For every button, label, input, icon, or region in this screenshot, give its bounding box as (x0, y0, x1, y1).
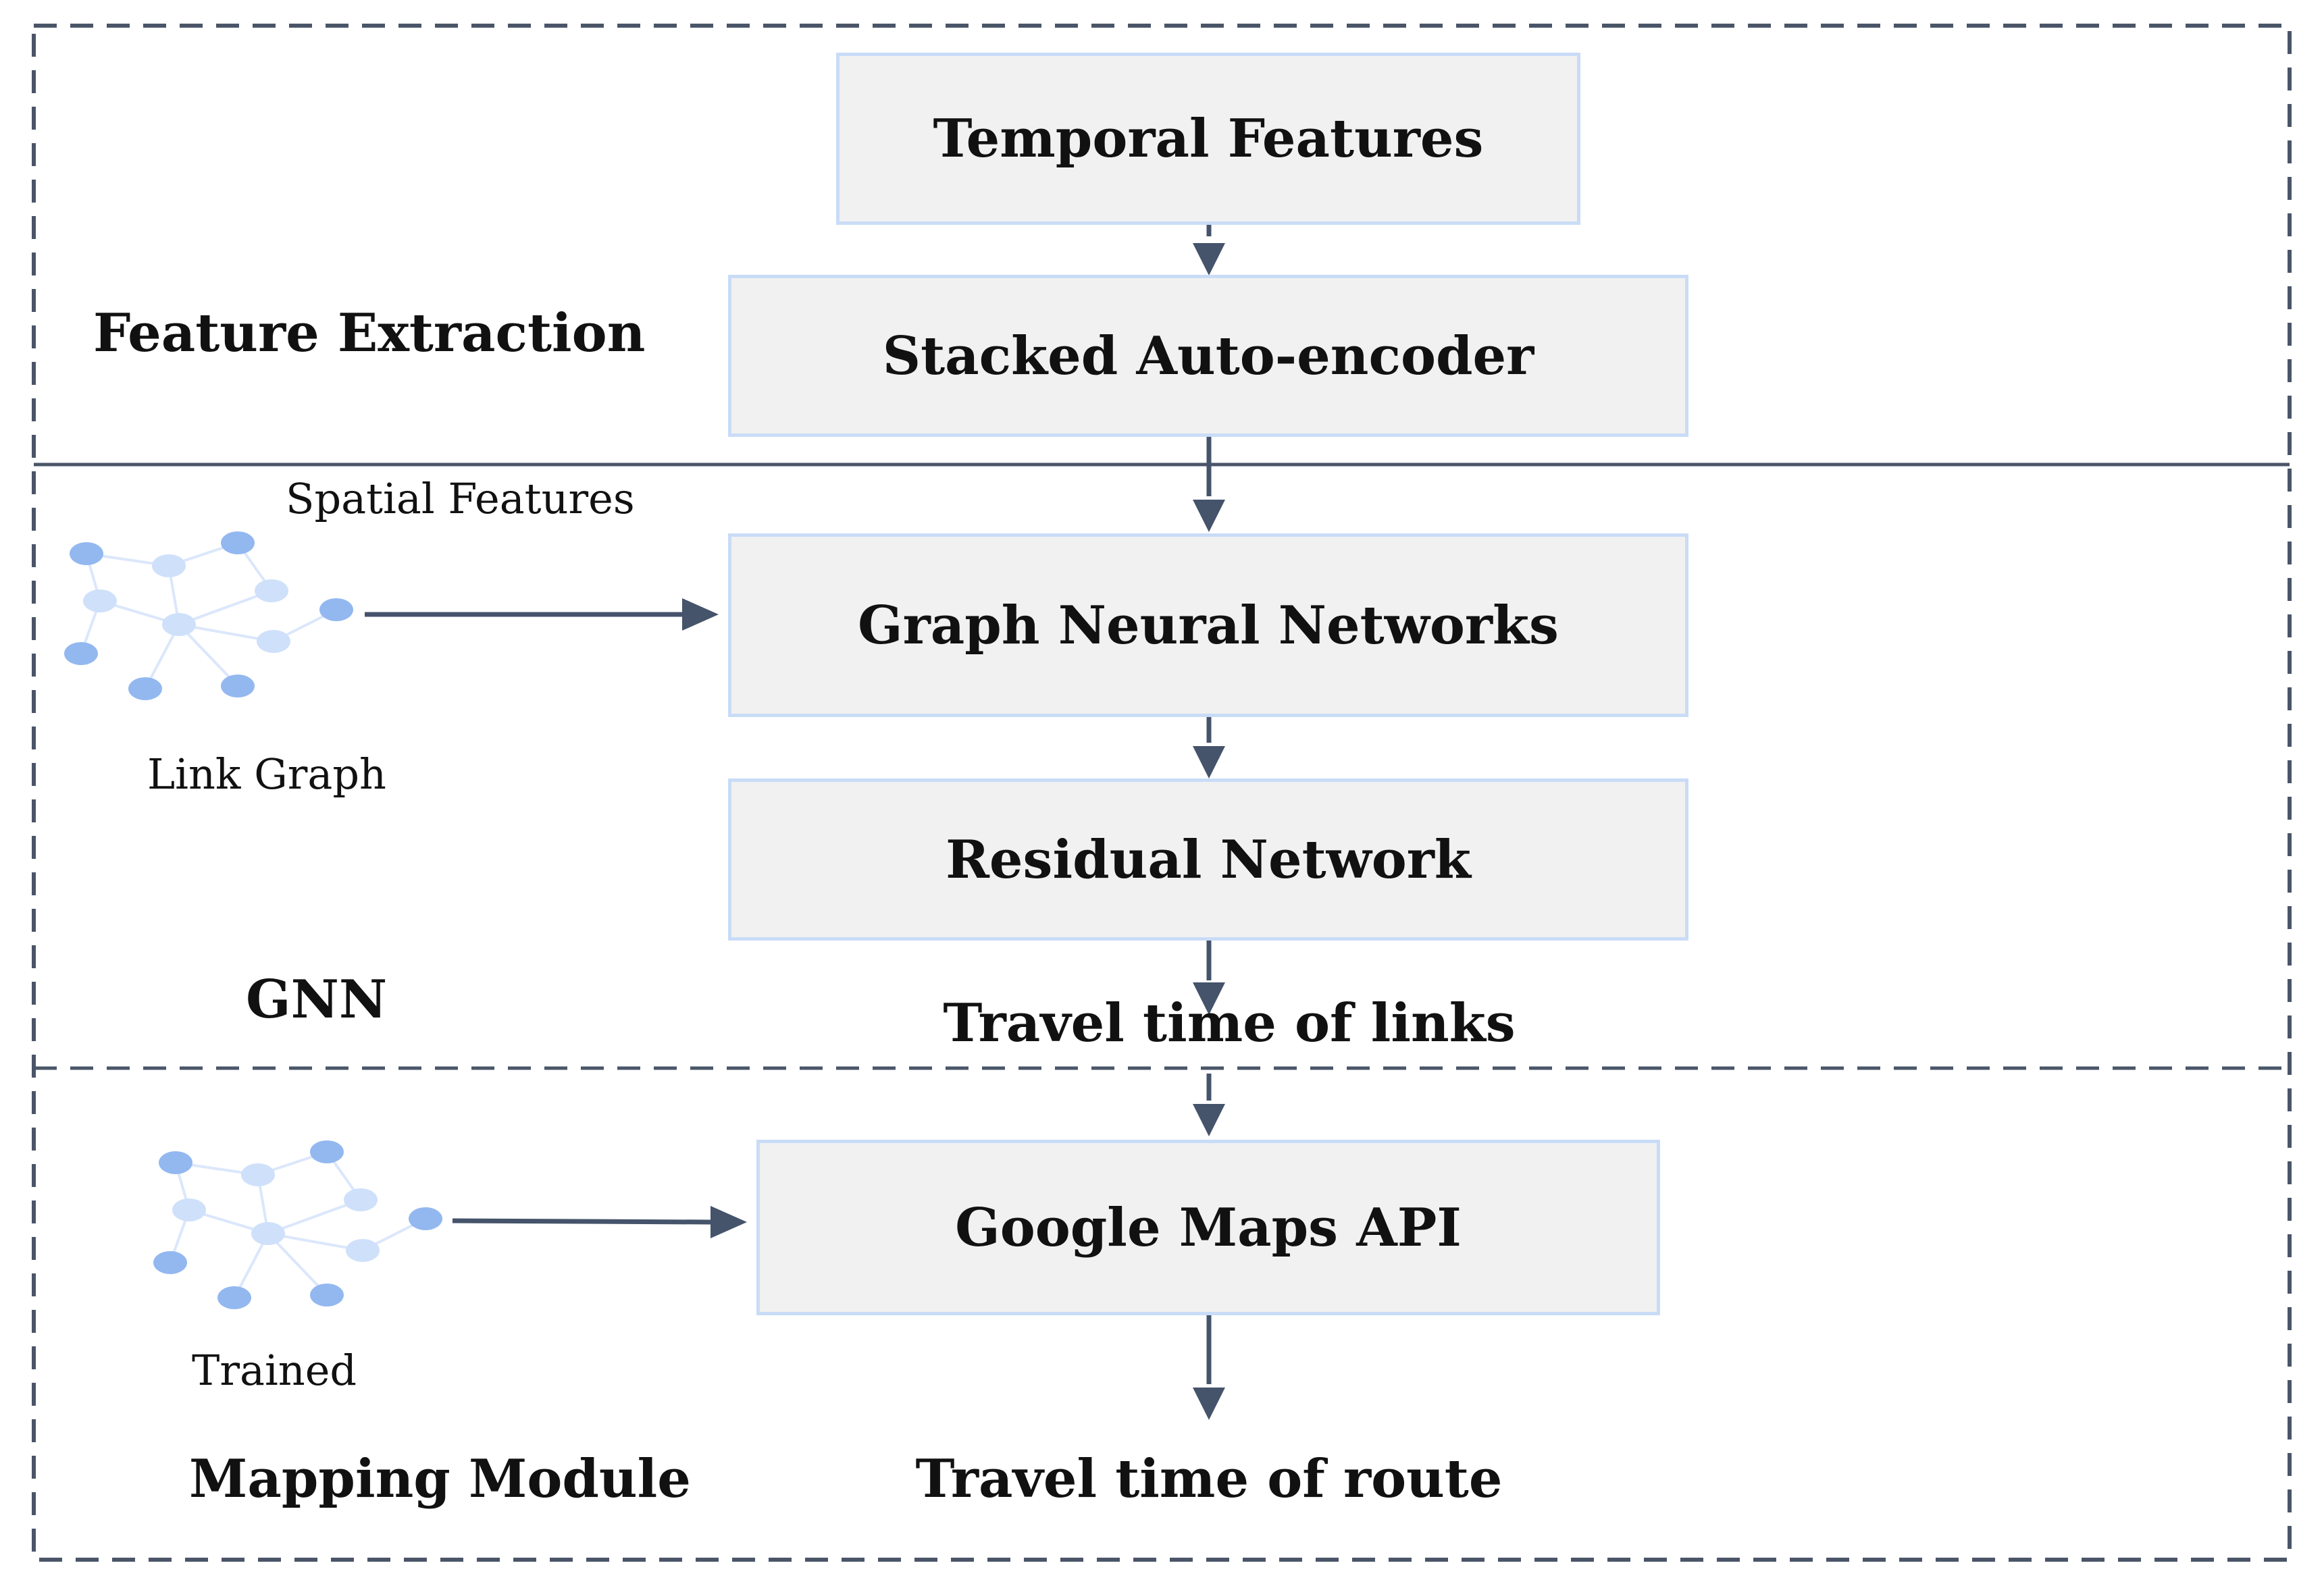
temporal-features-label: Temporal Features (933, 108, 1484, 169)
graph-node (152, 554, 186, 577)
feature-extraction-section-label: Feature Extraction (93, 302, 646, 364)
residual-network-box: Residual Network (728, 778, 1688, 941)
temporal-features-box: Temporal Features (836, 53, 1580, 225)
graph-node (159, 1151, 192, 1174)
mapping-module-section-label: Mapping Module (189, 1448, 691, 1510)
graph-node (257, 630, 290, 653)
trained-label: Trained (192, 1346, 357, 1395)
graph-neural-networks-box: Graph Neural Networks (728, 533, 1688, 717)
stacked-autoencoder-label: Stacked Auto-encoder (882, 325, 1534, 387)
graph-node (64, 642, 98, 665)
link-graph-icon (64, 531, 353, 700)
graph-node (346, 1239, 380, 1262)
graph-node (251, 1222, 285, 1245)
spatial-features-label: Spatial Features (286, 474, 635, 523)
graph-node (310, 1140, 344, 1163)
google-maps-api-box: Google Maps API (756, 1140, 1660, 1315)
graph-node (128, 677, 162, 700)
arrowhead-residual-to-links (1193, 982, 1225, 1015)
arrowhead-trained-to-maps (711, 1206, 747, 1238)
stacked-autoencoder-box: Stacked Auto-encoder (728, 275, 1688, 437)
residual-network-label: Residual Network (946, 828, 1471, 891)
graph-node (221, 531, 255, 554)
graph-node (70, 542, 103, 565)
arrowhead-gnn-to-residual (1193, 746, 1225, 778)
arrow-trained-to-maps (452, 1218, 711, 1225)
travel-time-of-route-label: Travel time of route (915, 1448, 1503, 1510)
graph-node (217, 1286, 251, 1309)
graph-node (409, 1207, 442, 1230)
arrowhead-linkgraph-to-gnn (682, 598, 719, 631)
graph-node (319, 598, 353, 621)
graph-node (221, 675, 255, 697)
graph-node (344, 1188, 378, 1211)
graph-node (255, 579, 288, 602)
graph-node (83, 589, 117, 612)
link-graph-label: Link Graph (147, 749, 386, 799)
arrowhead-links-to-maps (1193, 1104, 1225, 1136)
google-maps-api-label: Google Maps API (955, 1196, 1462, 1259)
graph-node (241, 1163, 275, 1186)
gnn-section-label: GNN (246, 969, 388, 1030)
arrowhead-maps-to-route (1193, 1388, 1225, 1420)
arrowhead-temporal-to-sae (1193, 243, 1225, 275)
trained-graph-icon (153, 1140, 442, 1309)
arrowhead-sae-to-gnn (1193, 500, 1225, 532)
graph-node (172, 1198, 206, 1221)
graph-node (153, 1251, 187, 1274)
graph-node (162, 613, 196, 636)
graph-neural-networks-label: Graph Neural Networks (858, 594, 1559, 656)
travel-time-of-links-label: Travel time of links (943, 993, 1516, 1054)
graph-node (310, 1284, 344, 1306)
